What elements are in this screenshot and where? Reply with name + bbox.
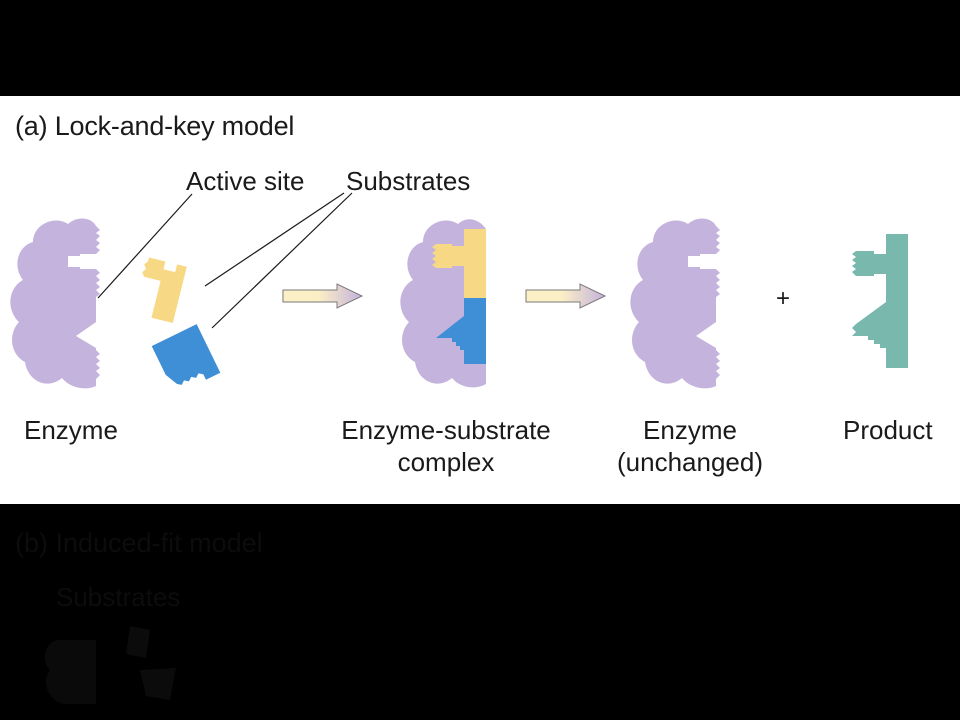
- substrates-label: Substrates: [346, 166, 471, 196]
- active-site-line: [97, 193, 193, 299]
- panel-title: (a) Lock-and-key model: [15, 111, 295, 141]
- reaction-arrow-1: [282, 283, 364, 309]
- enzyme-unchanged-line-2: (unchanged): [617, 447, 763, 477]
- product-label: Product: [843, 415, 933, 445]
- enzyme-label: Enzyme: [24, 415, 118, 445]
- induced-fit-substrates-label: Substrates: [56, 582, 181, 612]
- enzyme-substrate-complex: [400, 219, 486, 388]
- induced-fit-diagram-faint: [44, 626, 176, 704]
- enzyme-unchanged-line-1: Enzyme: [643, 415, 737, 445]
- lock-and-key-panel: (a) Lock-and-key model: [0, 96, 960, 504]
- substrate-line-1: [204, 192, 345, 287]
- substrate-line-2: [211, 192, 353, 329]
- enzyme-shape: [10, 218, 101, 389]
- enzyme-unchanged-shape: [630, 218, 720, 389]
- active-site-label: Active site: [186, 166, 305, 196]
- callout-lines: [97, 192, 353, 329]
- lock-and-key-diagram: [10, 192, 908, 389]
- product-shape: [852, 234, 908, 368]
- substrate-yellow: [142, 257, 187, 324]
- substrate-blue: [151, 324, 221, 385]
- reaction-arrow-2: [525, 283, 607, 309]
- enzyme-unchanged-label: Enzyme (unchanged): [617, 414, 763, 478]
- complex-label-line-1: Enzyme-substrate: [341, 415, 551, 445]
- enzyme-substrate-complex-label: Enzyme-substrate complex: [341, 414, 551, 478]
- complex-label-line-2: complex: [397, 447, 495, 477]
- plus-sign: +: [776, 285, 791, 312]
- induced-fit-title: (b) Induced-fit model: [15, 528, 263, 558]
